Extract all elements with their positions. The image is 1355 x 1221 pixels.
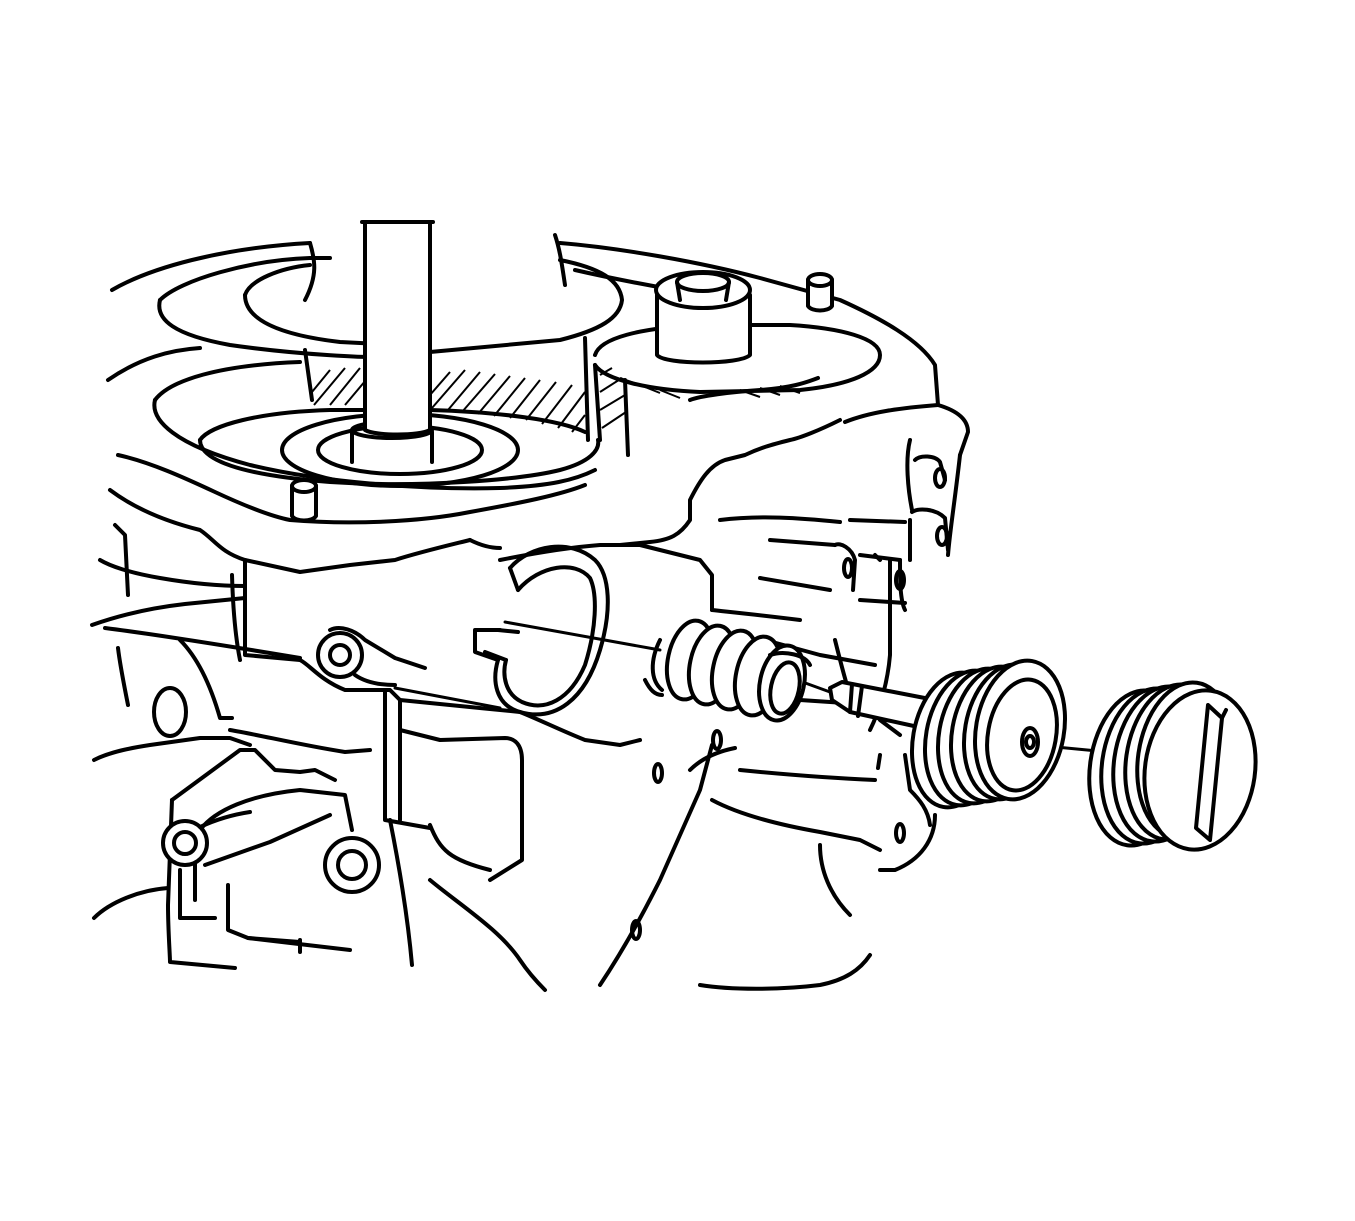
transmission-case bbox=[92, 243, 968, 990]
bolt-boss-lower-left bbox=[163, 812, 250, 865]
dowel-pin-right bbox=[808, 274, 832, 311]
cap bbox=[1080, 676, 1266, 857]
cap-slot bbox=[1196, 705, 1226, 840]
bushing bbox=[656, 272, 750, 363]
plug-stem bbox=[1022, 728, 1038, 756]
detent-spring bbox=[645, 616, 811, 724]
dowel-pin-left bbox=[292, 480, 316, 521]
dowel-pins bbox=[292, 274, 832, 521]
plug bbox=[902, 653, 1076, 814]
case-bolt-holes-right bbox=[632, 456, 948, 939]
gear-wells bbox=[154, 222, 700, 488]
gear-teeth-hatching-right bbox=[600, 368, 800, 428]
mounting-hole-left bbox=[154, 688, 186, 736]
countershaft-gear bbox=[595, 272, 880, 455]
bolt-bosses bbox=[154, 456, 948, 939]
snap-ring bbox=[475, 547, 608, 715]
gear-teeth-hatching bbox=[312, 368, 585, 432]
bolt-boss-upper-left bbox=[318, 628, 425, 685]
bolt-boss-lower-center bbox=[325, 838, 379, 892]
